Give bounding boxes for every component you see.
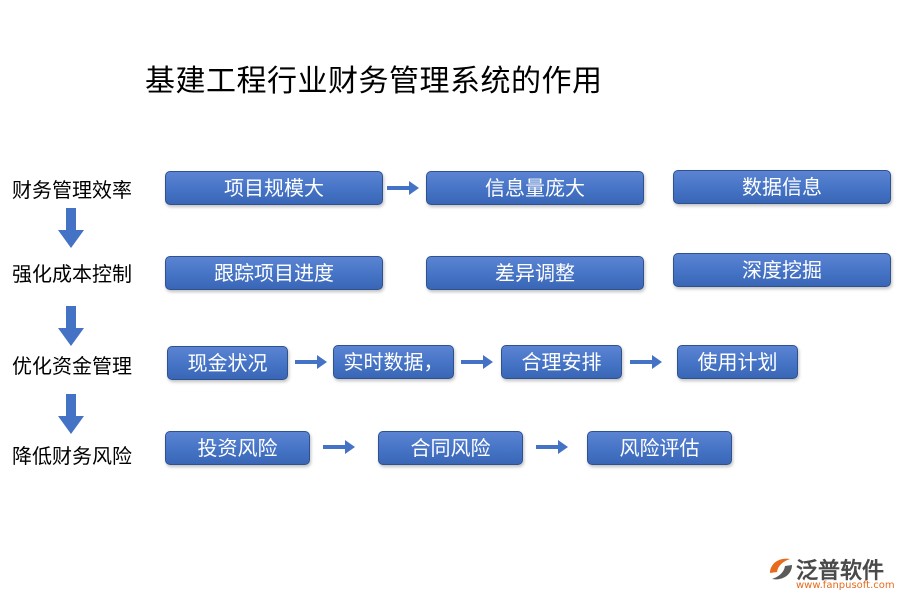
diagram-title: 基建工程行业财务管理系统的作用 — [145, 64, 603, 99]
box-data-info: 数据信息 — [673, 170, 891, 204]
down-arrow-icon — [58, 306, 84, 346]
box-deep-mining: 深度挖掘 — [673, 253, 891, 287]
box-investment-risk: 投资风险 — [165, 431, 310, 465]
down-arrow-icon — [58, 394, 84, 434]
right-arrow-icon — [295, 355, 327, 369]
box-info-volume: 信息量庞大 — [426, 171, 644, 205]
row-label-efficiency: 财务管理效率 — [12, 178, 132, 202]
right-arrow-icon — [461, 355, 493, 369]
box-track-progress: 跟踪项目进度 — [165, 256, 383, 290]
box-variance-adjust: 差异调整 — [426, 256, 644, 290]
box-usage-plan: 使用计划 — [677, 345, 798, 379]
row-label-fund-management: 优化资金管理 — [12, 354, 132, 378]
box-project-scale: 项目规模大 — [165, 171, 383, 205]
logo-url: www.fanpusoft.com — [796, 580, 895, 591]
logo-name: 泛普软件 — [796, 559, 885, 584]
fanpu-logo-icon — [770, 558, 792, 580]
box-reasonable-arrangement: 合理安排 — [501, 345, 622, 379]
row-label-cost-control: 强化成本控制 — [12, 262, 132, 286]
right-arrow-icon — [323, 440, 355, 454]
right-arrow-icon — [536, 440, 568, 454]
row-label-risk: 降低财务风险 — [12, 444, 132, 468]
box-cash-status: 现金状况 — [167, 346, 288, 380]
box-realtime-data: 实时数据， — [333, 345, 454, 379]
right-arrow-icon — [387, 181, 419, 195]
brand-logo: 泛普软件 www.fanpusoft.com — [766, 553, 895, 593]
box-risk-assessment: 风险评估 — [587, 431, 732, 465]
right-arrow-icon — [630, 355, 662, 369]
down-arrow-icon — [58, 208, 84, 248]
box-contract-risk: 合同风险 — [378, 431, 523, 465]
